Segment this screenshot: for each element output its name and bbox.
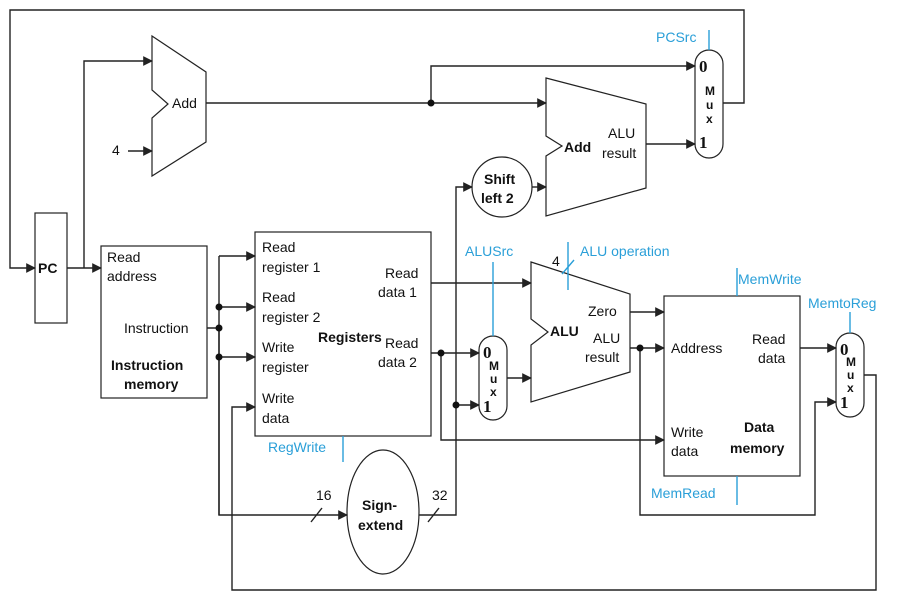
- dmem-read-1: Read: [752, 331, 785, 347]
- branch-adder-result-2: result: [602, 145, 636, 161]
- reg-write-b: register: [262, 359, 309, 375]
- dmem-address: Address: [671, 340, 722, 356]
- reg-read2-a: Read: [262, 289, 295, 305]
- pc-mux-x: x: [706, 112, 713, 126]
- pc-register: PC: [34, 212, 68, 324]
- wire-rd2-dmem: [440, 353, 665, 445]
- label-alu-operation: ALU operation: [580, 243, 670, 259]
- wire-imm32: [419, 182, 473, 516]
- pc-label: PC: [38, 260, 57, 276]
- dmem-title-2: memory: [730, 440, 785, 456]
- constant-four: 4: [112, 142, 120, 158]
- reg-rdata2-a: Read: [385, 335, 418, 351]
- instruction-memory: Read address Instruction Instruction mem…: [100, 245, 208, 399]
- wire-pc4-mux0: [430, 61, 696, 103]
- reg-read2-b: register 2: [262, 309, 321, 325]
- mem-mux-zero: 0: [840, 340, 849, 359]
- mem-mux-u: u: [847, 368, 854, 382]
- bit-width-tick-16: [310, 507, 323, 523]
- alu-src-mux: 0 M u x 1: [478, 335, 508, 421]
- alu-mux-zero: 0: [483, 343, 492, 362]
- sign-extend-out-bits: 32: [432, 487, 448, 503]
- branch-adder-result-1: ALU: [608, 125, 635, 141]
- sign-extend-1: Sign-: [362, 497, 397, 513]
- wire-alu-bypass: [639, 348, 837, 516]
- bit-width-tick-32: [427, 507, 440, 523]
- pc-mux-u: u: [706, 98, 713, 112]
- mem-mux-m: M: [846, 355, 856, 369]
- reg-read1-b: register 1: [262, 259, 321, 275]
- label-memwrite: MemWrite: [738, 271, 802, 287]
- data-memory: Address Read data Write data Data memory: [663, 295, 801, 477]
- data-wires: [9, 9, 877, 591]
- reg-read1-a: Read: [262, 239, 295, 255]
- wire-writeback: [231, 374, 877, 591]
- alu-op-bits: 4: [552, 253, 560, 269]
- alu-mux-x: x: [490, 385, 497, 399]
- imem-read-2: address: [107, 268, 157, 284]
- reg-wdata-a: Write: [262, 390, 295, 406]
- dmem-read-2: data: [758, 350, 785, 366]
- label-pcsrc: PCSrc: [656, 29, 696, 45]
- alu-mux-one: 1: [483, 397, 492, 416]
- mem-mux-one: 1: [840, 393, 849, 412]
- reg-rdata1-b: data 1: [378, 284, 417, 300]
- reg-title: Registers: [318, 329, 382, 345]
- alu: ALU Zero ALU result: [530, 261, 631, 403]
- sign-extend: Sign- extend: [346, 449, 420, 575]
- label-memtoreg: MemtoReg: [808, 295, 876, 311]
- label-alusrc: ALUSrc: [465, 243, 513, 259]
- alu-result-2: result: [585, 349, 619, 365]
- wire-next-pc: [9, 9, 745, 273]
- imem-title-2: memory: [124, 376, 179, 392]
- alu-label: ALU: [550, 323, 579, 339]
- sign-extend-in-bits: 16: [316, 487, 332, 503]
- dmem-write-1: Write: [671, 424, 704, 440]
- reg-write-a: Write: [262, 339, 295, 355]
- shift-label-1: Shift: [484, 171, 515, 187]
- shift-left-2: Shift left 2: [471, 156, 533, 218]
- control-signals: PCSrc ALUSrc ALU operation MemWrite Memt…: [268, 29, 876, 505]
- reg-wdata-b: data: [262, 410, 289, 426]
- alu-zero: Zero: [588, 303, 617, 319]
- pc-mux: 0 M u x 1: [694, 49, 724, 159]
- alu-mux-m: M: [489, 359, 499, 373]
- imem-instruction: Instruction: [124, 320, 189, 336]
- imem-title-1: Instruction: [111, 357, 183, 373]
- pc-adder-label: Add: [172, 95, 197, 111]
- pc-adder: Add: [151, 34, 207, 178]
- pc-mux-one: 1: [699, 133, 708, 152]
- ctl-alu-op-tick: [561, 259, 575, 275]
- pc-mux-zero: 0: [699, 57, 708, 76]
- wire-instruction: [207, 327, 250, 516]
- register-file: Read register 1 Read register 2 Write re…: [254, 231, 432, 437]
- imem-read-1: Read: [107, 249, 140, 265]
- wire-pc-add: [83, 56, 153, 268]
- shift-label-2: left 2: [481, 190, 514, 206]
- pc-mux-m: M: [705, 84, 715, 98]
- reg-rdata1-a: Read: [385, 265, 418, 281]
- label-memread: MemRead: [651, 485, 716, 501]
- alu-result-1: ALU: [593, 330, 620, 346]
- label-regwrite: RegWrite: [268, 439, 326, 455]
- mem-mux-x: x: [847, 381, 854, 395]
- sign-extend-2: extend: [358, 517, 403, 533]
- dmem-title-1: Data: [744, 419, 775, 435]
- mem-to-reg-mux: 0 M u x 1: [835, 332, 865, 418]
- dmem-write-2: data: [671, 443, 698, 459]
- branch-adder: Add ALU result: [545, 77, 647, 217]
- junction-dots: [215, 99, 644, 409]
- branch-adder-label: Add: [564, 139, 591, 155]
- alu-mux-u: u: [490, 372, 497, 386]
- reg-rdata2-b: data 2: [378, 354, 417, 370]
